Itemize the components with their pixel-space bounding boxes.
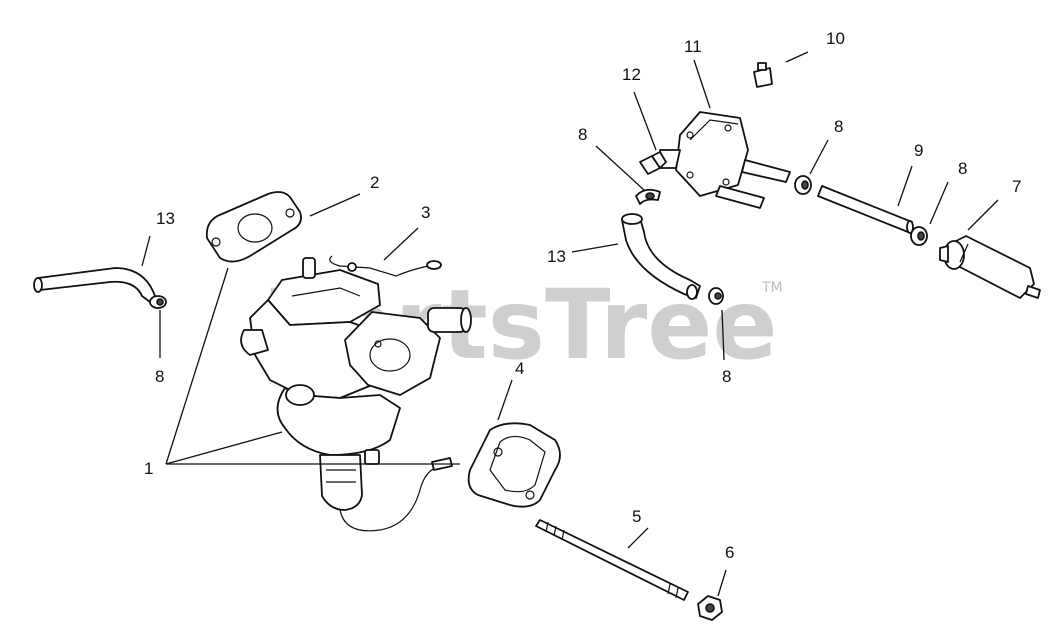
hose-clamp-pump-inlet-icon [635,188,661,205]
fuel-filter-icon [939,235,1041,299]
callout-2: 2 [370,173,379,192]
nut-icon [697,595,723,621]
wire-lead-icon [329,255,442,277]
carburetor-icon [240,257,472,532]
callout-12: 12 [622,65,641,84]
callout-8-upper-mid: 8 [834,117,843,136]
hose-clamp-pump-outlet-icon [794,175,812,195]
fuel-line-icon [817,185,914,234]
callout-3: 3 [421,203,430,222]
callout-5: 5 [632,507,641,526]
stud-icon [535,519,689,601]
callout-11: 11 [684,37,702,56]
callout-8-upper-left: 8 [578,125,587,144]
fuel-hose-left-icon [33,267,156,303]
gasket-lower-icon [467,422,561,508]
gasket-upper-icon [205,191,302,263]
fuel-pump-icon [659,111,791,209]
callout-4: 4 [515,359,524,378]
hose-clamp-left-icon [149,295,167,309]
callout-10: 10 [826,29,845,48]
cap-icon [753,62,773,88]
callout-9: 9 [914,141,923,160]
fuel-hose-right-icon [621,213,701,300]
hose-clamp-filter-icon [910,226,928,246]
callout-8-left: 8 [155,367,164,386]
callout-13-left: 13 [156,209,175,228]
leader-lines [141,51,999,597]
callout-6: 6 [725,543,734,562]
callout-7: 7 [1012,177,1021,196]
callout-13-right: 13 [547,247,566,266]
hose-clamp-right-hose-icon [708,287,724,305]
watermark-trademark: TM [761,280,783,296]
callout-1: 1 [144,459,153,478]
screw-icon [639,151,667,175]
callout-8-upper-right: 8 [958,159,967,178]
callout-8-lower: 8 [722,367,731,386]
